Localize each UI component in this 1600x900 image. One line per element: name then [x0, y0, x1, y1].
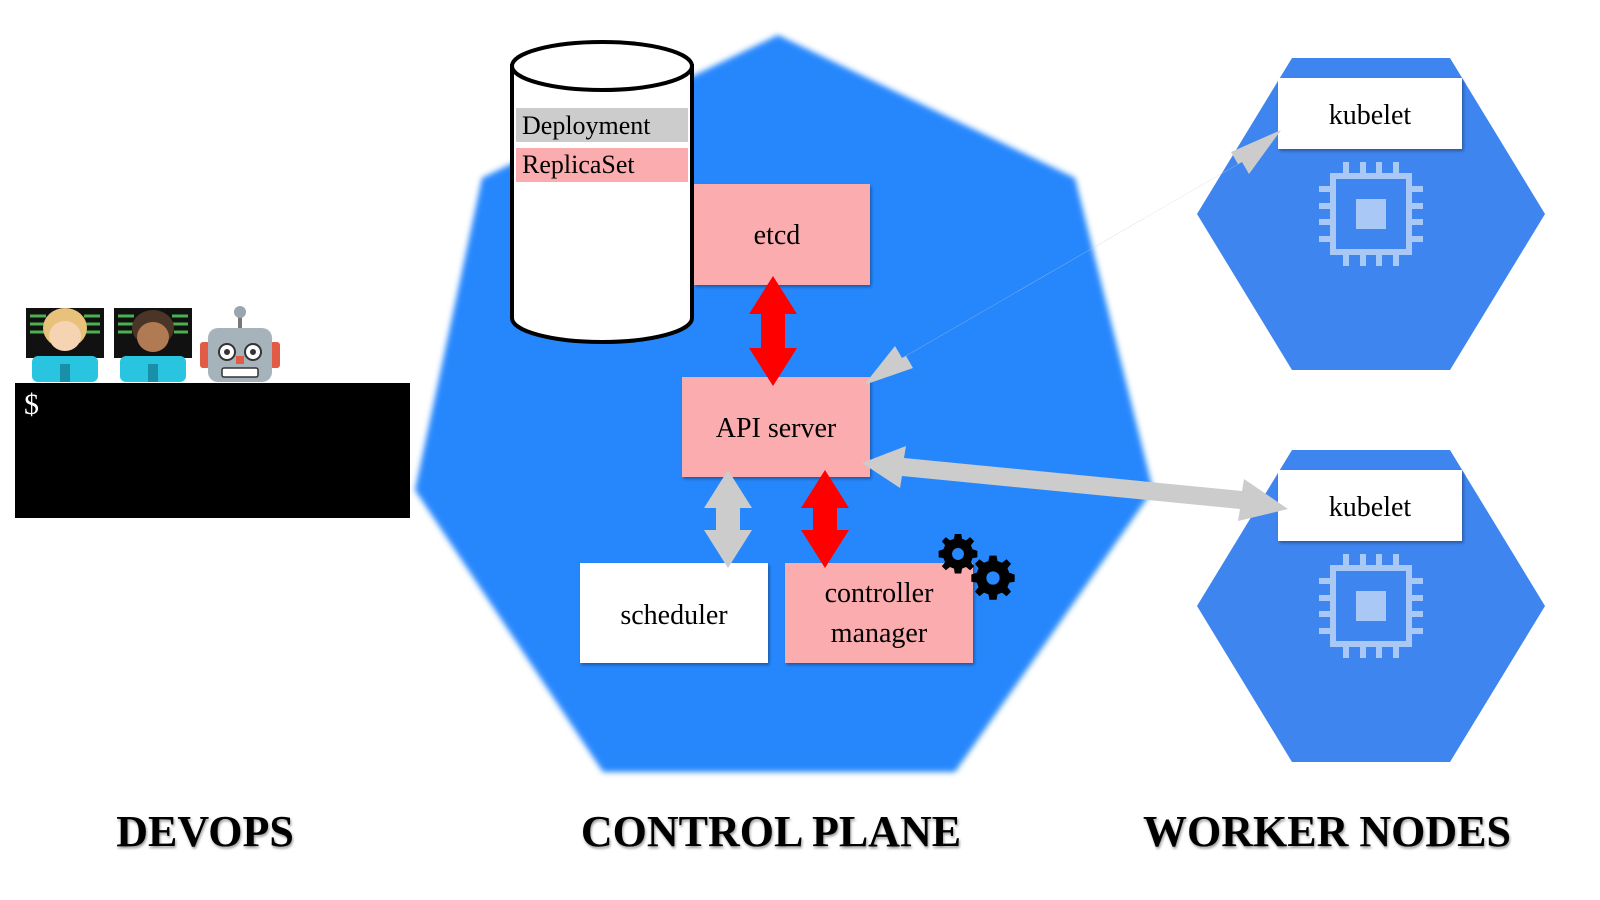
scheduler-box: [580, 563, 768, 663]
api-scheduler-gray-arrow: [704, 470, 752, 568]
etcd-box: [694, 184, 870, 285]
gears-icon: [938, 533, 1015, 600]
etcd-label: etcd: [754, 220, 801, 251]
replicaset-row: [516, 148, 688, 182]
controller-manager-label-line1: controller: [825, 578, 935, 609]
devops-section-label: DEVOPS: [116, 807, 294, 856]
replicaset-label: ReplicaSet: [522, 150, 635, 179]
api-kubelet-1-gray-arrow: [864, 130, 1281, 385]
kubelet-label-1: kubelet: [1329, 100, 1412, 131]
devops-actors: [26, 306, 280, 382]
api-server-label: API server: [716, 413, 837, 444]
kubelet-box-1: [1278, 78, 1462, 149]
technologist-icon: [26, 308, 104, 382]
chip-icon: [1319, 554, 1423, 658]
chip-icon: [1319, 162, 1423, 266]
api-controller-red-arrow: [801, 470, 849, 568]
terminal-window: [15, 383, 410, 518]
kubelet-box-2: [1278, 470, 1462, 541]
controller-manager-box: [785, 563, 973, 663]
etcd-api-red-arrow: [749, 276, 797, 386]
scheduler-label: scheduler: [620, 600, 728, 631]
technologist-icon: [114, 308, 192, 382]
deployment-row: [516, 108, 688, 142]
controller-manager-label-line2: manager: [831, 618, 928, 649]
etcd-datastore-cylinder: [510, 40, 694, 344]
deployment-label: Deployment: [522, 111, 651, 140]
kubelet-label-2: kubelet: [1329, 492, 1412, 523]
control-plane-section-label: CONTROL PLANE: [581, 807, 961, 856]
robot-icon: [200, 306, 280, 382]
api-kubelet-2-gray-arrow: [862, 446, 1288, 521]
worker-nodes-section-label: WORKER NODES: [1143, 807, 1511, 856]
terminal-prompt: $: [24, 388, 39, 421]
api-server-box: [682, 377, 870, 477]
